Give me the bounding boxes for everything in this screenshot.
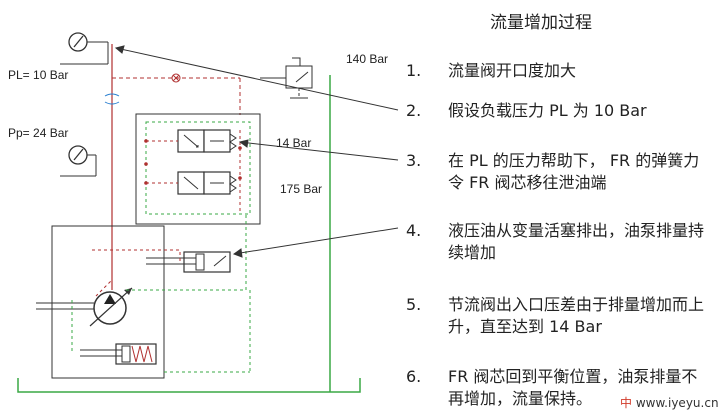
watermark-prefix: 中: [620, 396, 633, 410]
bar-175-label: 175 Bar: [280, 182, 323, 196]
step-number: 2.: [406, 101, 422, 120]
fr-14-label: 14 Bar: [276, 136, 312, 150]
relief-valve-140-icon: [285, 57, 313, 99]
relief-140-label: 140 Bar: [346, 52, 389, 66]
step-text: 流量阀开口度加大: [448, 61, 577, 80]
step-number: 5.: [406, 295, 422, 314]
callout-lines: [114, 45, 399, 258]
watermark: 中 www.iyeyu.cn: [620, 394, 719, 411]
pump-housing: [51, 225, 165, 379]
tank-outline: [17, 378, 361, 393]
orifice-icon: [104, 93, 120, 105]
pilot-dots: [144, 139, 242, 185]
control-block: [135, 113, 261, 225]
displacement-piston-icon: [146, 251, 231, 273]
step-number: 1.: [406, 61, 422, 80]
step-text: 假设负载压力 PL 为 10 Bar: [448, 101, 647, 120]
control-line-dashed: [95, 228, 113, 297]
step-text: 节流阀出入口压差由于排量增加而上升，直至达到 14 Bar: [448, 295, 705, 336]
inner-loop-dashed: [145, 121, 251, 215]
fr-valve-lower-icon: [177, 171, 237, 195]
pp-gauge-icon: [60, 145, 97, 177]
fr-valve-upper-icon: [177, 129, 237, 153]
throttle-valve-icon: [171, 73, 181, 83]
step-number: 4.: [406, 221, 422, 240]
variable-pump-icon: [89, 287, 133, 327]
watermark-url: www.iyeyu.cn: [635, 396, 719, 410]
bias-piston-icon: [80, 343, 157, 365]
pl-gauge-icon: [60, 32, 109, 65]
pp-label: Pp= 24 Bar: [8, 126, 69, 140]
page-title: 流量增加过程: [490, 13, 592, 33]
pump-shaft: [36, 302, 94, 310]
step-number: 3.: [406, 151, 422, 170]
step-text: 液压油从变量活塞排出，油泵排量持续增加: [448, 221, 705, 262]
pl-label: PL= 10 Bar: [8, 68, 69, 82]
step-number: 6.: [406, 367, 422, 386]
step-text: FR 阀芯回到平衡位置，油泵排量不再增加，流量保持。: [448, 367, 698, 408]
step-text: 在 PL 的压力帮助下， FR 的弹簧力令 FR 阀芯移往泄油端: [448, 151, 700, 192]
